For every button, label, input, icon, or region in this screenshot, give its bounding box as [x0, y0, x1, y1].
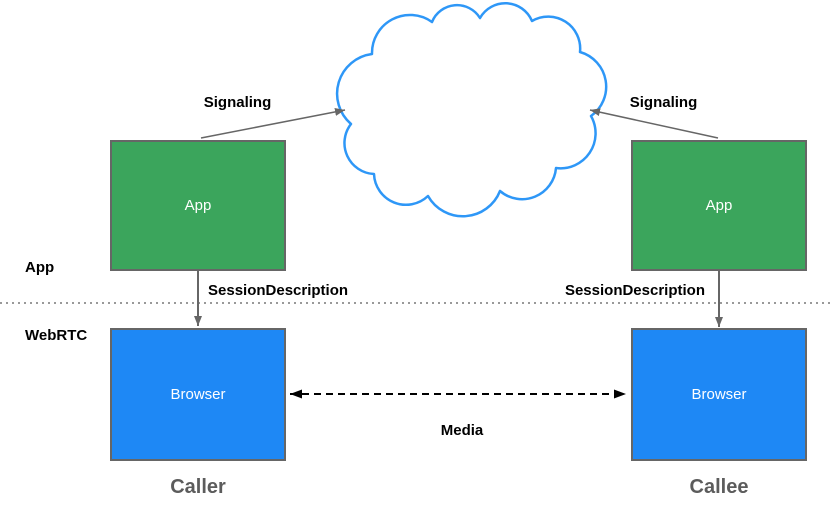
signaling-label-right: Signaling [629, 94, 698, 111]
caller-app-box: App [110, 140, 286, 271]
callee-browser-box: Browser [631, 328, 807, 461]
cloud-icon [335, 1, 608, 218]
session-description-label-left: SessionDescription [208, 282, 349, 299]
webrtc-layer-label: WebRTC [25, 327, 88, 344]
caller-app-box-label: App [184, 197, 212, 214]
caller-caption: Caller [170, 476, 226, 498]
callee-app-box: App [631, 140, 807, 271]
signaling-label-left: Signaling [203, 94, 272, 111]
callee-caption: Callee [689, 476, 749, 498]
signaling-arrow-right [589, 108, 719, 139]
app-layer-label: App [25, 259, 55, 276]
callee-app-box-label: App [705, 197, 733, 214]
caller-browser-box: Browser [110, 328, 286, 461]
session-description-label-right: SessionDescription [564, 282, 705, 299]
callee-browser-box-label: Browser [691, 386, 747, 403]
caller-browser-box-label: Browser [170, 386, 226, 403]
signaling-arrow-left [200, 107, 346, 139]
media-label: Media [440, 422, 484, 439]
